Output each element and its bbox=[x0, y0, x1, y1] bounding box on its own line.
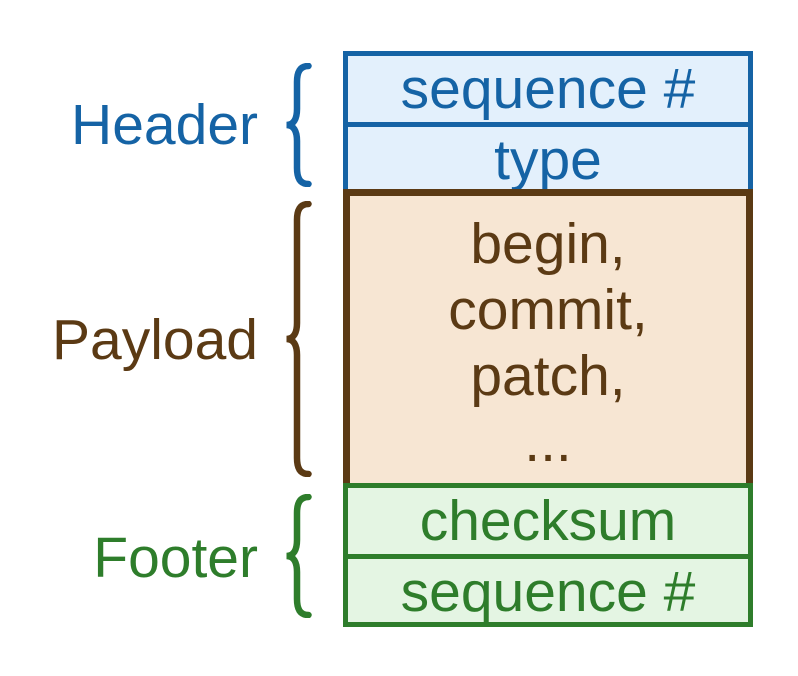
payload-section-label: Payload bbox=[52, 308, 258, 372]
footer-box: checksum sequence # bbox=[343, 483, 753, 627]
payload-brace bbox=[286, 201, 312, 477]
footer-brace bbox=[286, 494, 312, 618]
header-brace bbox=[286, 63, 312, 187]
header-section-label: Header bbox=[71, 93, 258, 157]
footer-field-checksum: checksum bbox=[419, 489, 677, 553]
payload-line-begin: begin, bbox=[470, 211, 626, 276]
payload-box: begin, commit, patch, ... bbox=[343, 189, 753, 483]
footer-brace-path bbox=[286, 494, 312, 618]
payload-brace-path bbox=[286, 201, 312, 477]
footer-field-sequence-number: sequence # bbox=[348, 554, 748, 625]
payload-line-patch: patch, bbox=[470, 343, 626, 408]
header-box: sequence # type bbox=[343, 51, 753, 192]
footer-section-label: Footer bbox=[93, 526, 258, 590]
header-field-sequence-number: sequence # bbox=[400, 57, 696, 121]
header-brace-path bbox=[286, 63, 312, 187]
payload-line-ellipsis: ... bbox=[524, 409, 572, 474]
payload-line-commit: commit, bbox=[448, 277, 648, 342]
header-field-type: type bbox=[348, 122, 748, 193]
